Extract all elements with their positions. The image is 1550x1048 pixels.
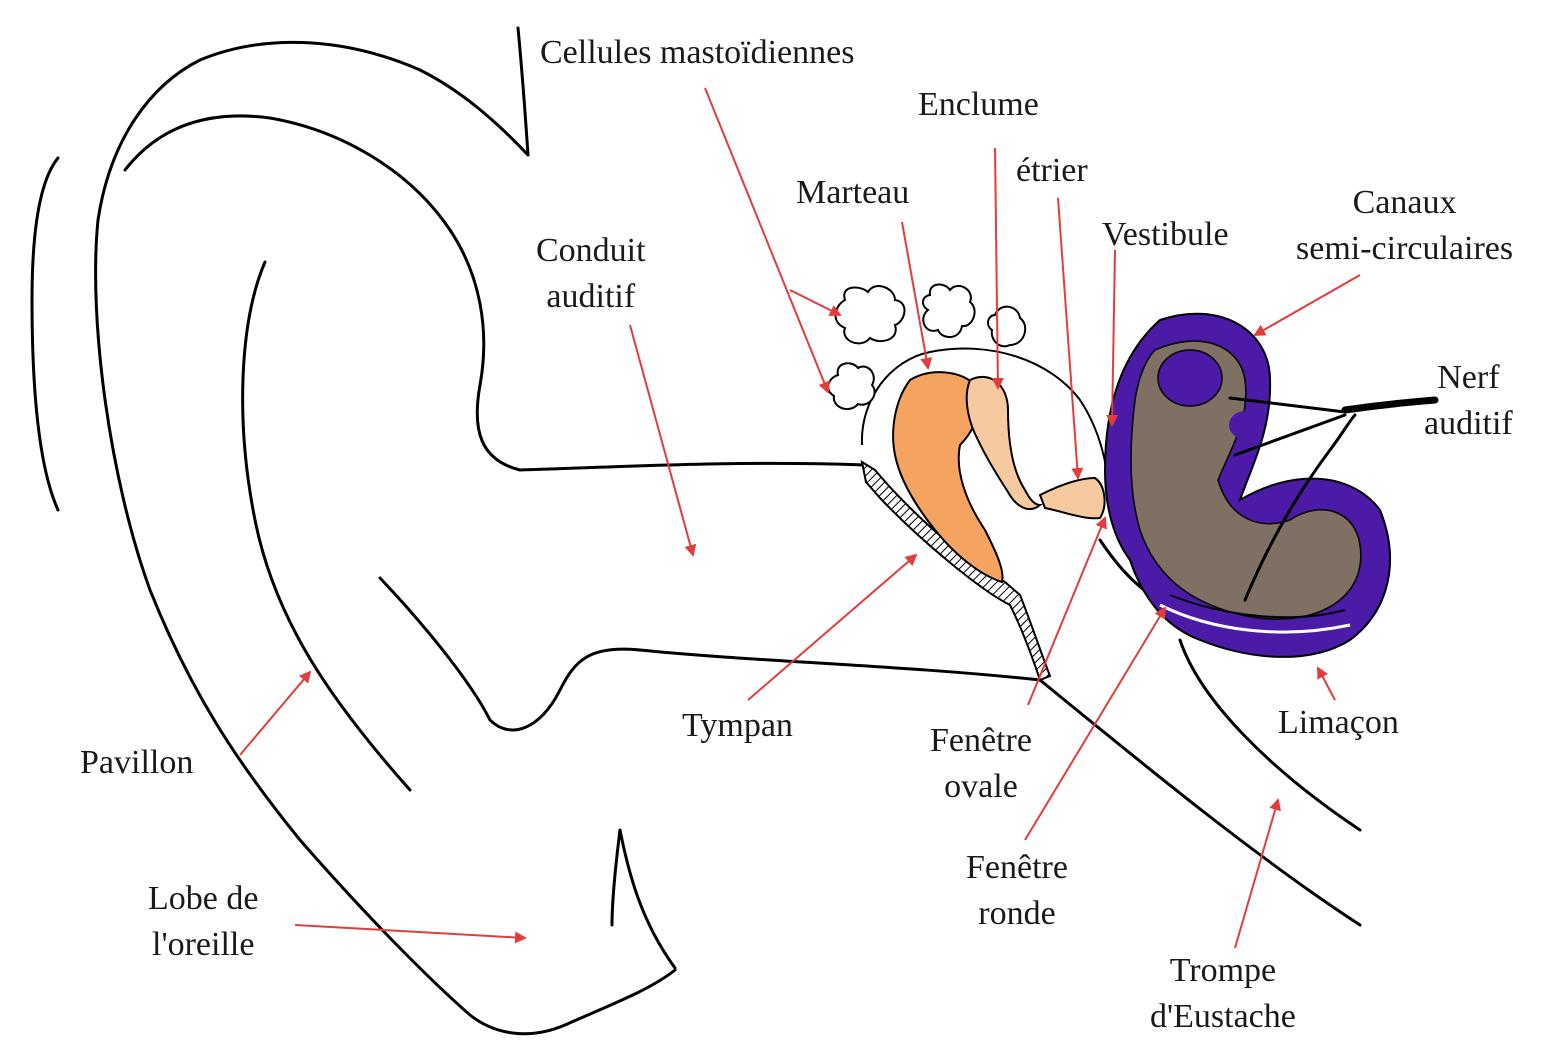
label-trompe-line2: d'Eustache	[1150, 994, 1296, 1040]
pinna-inner-fold	[243, 262, 410, 790]
arrow-conduit	[630, 325, 693, 555]
label-nerf-auditif: Nerf auditif	[1424, 355, 1513, 447]
label-marteau-text: Marteau	[796, 170, 909, 216]
arrow-cellules	[705, 88, 828, 392]
arrow-tympan	[748, 555, 916, 700]
label-enclume: Enclume	[918, 82, 1039, 128]
label-marteau: Marteau	[796, 170, 909, 216]
label-fenetre-ronde-line1: Fenêtre	[966, 845, 1068, 891]
label-trompe-deustache: Trompe d'Eustache	[1150, 948, 1296, 1040]
label-fenetre-ronde: Fenêtre ronde	[966, 845, 1068, 937]
semicircular-canal-hole	[1158, 350, 1222, 406]
label-limacon: Limaçon	[1278, 700, 1399, 746]
label-enclume-text: Enclume	[918, 82, 1039, 128]
label-lobe-line2: l'oreille	[148, 922, 258, 968]
label-canaux-semi-circulaires: Canaux semi-circulaires	[1296, 180, 1513, 272]
arrow-marteau	[902, 222, 928, 368]
label-fenetre-ronde-line2: ronde	[966, 891, 1068, 937]
arrow-canaux	[1255, 275, 1360, 335]
label-nerf-line2: auditif	[1424, 401, 1513, 447]
label-canaux-line2: semi-circulaires	[1296, 226, 1513, 272]
label-tympan: Tympan	[682, 703, 793, 749]
label-fenetre-ovale-line2: ovale	[930, 764, 1032, 810]
label-vestibule: Vestibule	[1102, 212, 1229, 258]
label-lobe-line1: Lobe de	[148, 876, 258, 922]
label-conduit-line1: Conduit	[536, 228, 646, 274]
arrow-lobe	[295, 925, 525, 938]
arrow-fenetre-ovale	[1028, 518, 1105, 705]
pinna-antihelix	[125, 116, 865, 470]
label-pavillon: Pavillon	[80, 740, 193, 786]
label-cellules-text: Cellules mastoïdiennes	[540, 30, 854, 76]
label-tympan-text: Tympan	[682, 703, 793, 749]
arrow-etrier	[1058, 198, 1078, 478]
label-canaux-line1: Canaux	[1296, 180, 1513, 226]
label-fenetre-ovale-line1: Fenêtre	[930, 718, 1032, 764]
label-fenetre-ovale: Fenêtre ovale	[930, 718, 1032, 810]
label-conduit-line2: auditif	[536, 274, 646, 320]
arrow-trompe	[1235, 800, 1278, 948]
label-nerf-line1: Nerf	[1424, 355, 1513, 401]
label-pavillon-text: Pavillon	[80, 740, 193, 786]
label-lobe-de-loreille: Lobe de l'oreille	[148, 876, 258, 968]
arrow-fenetre-ronde	[1025, 608, 1165, 840]
arrow-pavillon	[240, 672, 310, 755]
incus	[967, 377, 1040, 509]
label-limacon-text: Limaçon	[1278, 700, 1399, 746]
inner-ear	[1105, 314, 1390, 657]
pinna-lobe-tip	[612, 830, 675, 968]
label-cellules-mastoidiennes: Cellules mastoïdiennes	[540, 30, 854, 76]
label-etrier-text: étrier	[1016, 148, 1088, 194]
arrow-cellules-2	[790, 290, 840, 315]
arrow-limacon	[1318, 668, 1335, 700]
label-conduit-auditif: Conduit auditif	[536, 228, 646, 320]
vestibule-hole	[1229, 411, 1261, 439]
label-trompe-line1: Trompe	[1150, 948, 1296, 994]
pinna-left-edge	[32, 158, 58, 510]
label-etrier: étrier	[1016, 148, 1088, 194]
stapes	[1040, 478, 1105, 518]
label-vestibule-text: Vestibule	[1102, 212, 1229, 258]
